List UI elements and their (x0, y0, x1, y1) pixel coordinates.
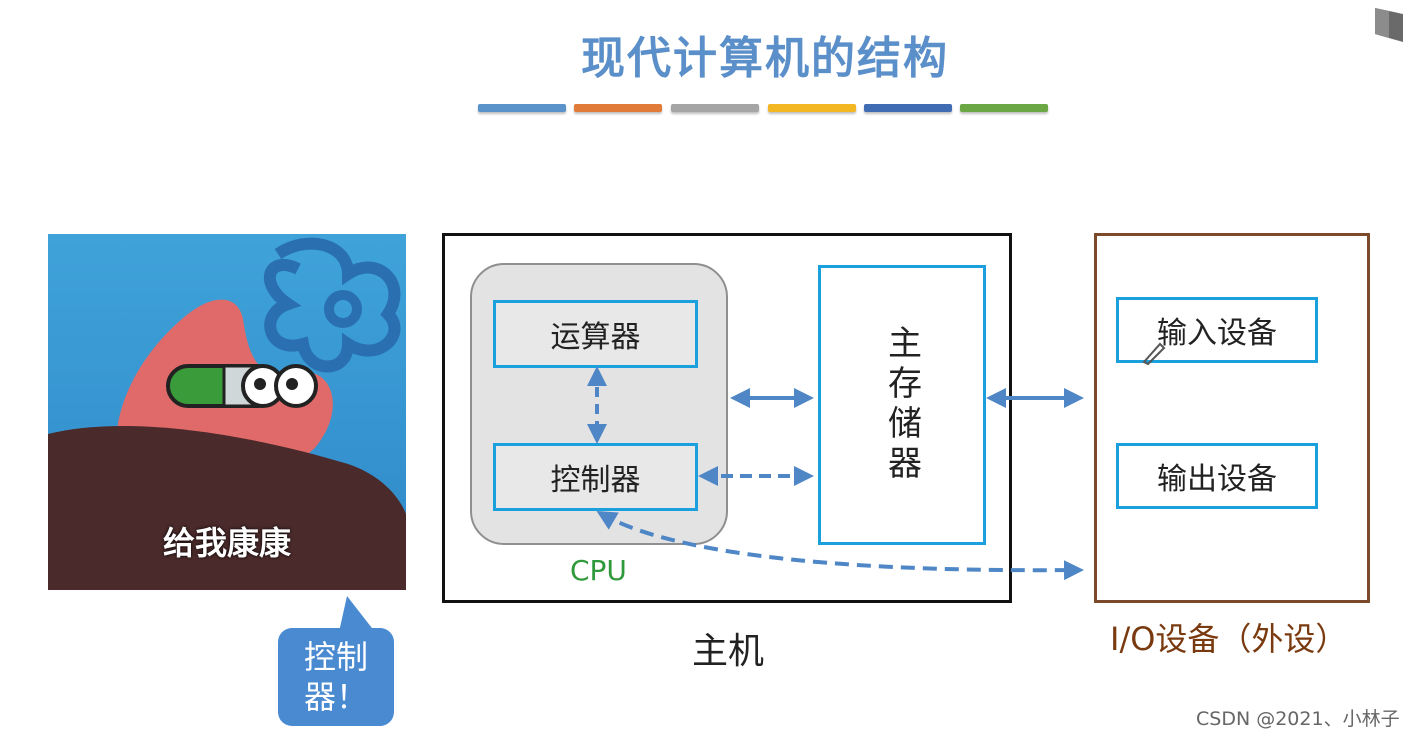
main-memory-box: 主存储器 (818, 265, 986, 545)
page-title: 现代计算机的结构 (581, 33, 949, 84)
io-box (1094, 233, 1370, 603)
pen-cursor-icon (1142, 342, 1166, 366)
color-bar-1 (478, 104, 566, 112)
meme-caption: 给我康康 (162, 524, 291, 562)
color-bar-4 (768, 104, 856, 112)
color-bar-5 (864, 104, 952, 112)
input-device-box: 输入设备 (1116, 297, 1318, 363)
bubble-tail (339, 596, 375, 632)
control-io-arrow (596, 510, 1084, 581)
host-box (442, 233, 1012, 603)
host-label: 主机 (692, 631, 765, 672)
output-device-box: 输出设备 (1116, 443, 1318, 509)
control-unit-box: 控制器 (493, 443, 698, 511)
color-bar-6 (960, 104, 1048, 112)
io-label: I/O设备（外设） (1110, 620, 1348, 658)
meme-image: 给我康康 (48, 234, 406, 590)
speech-bubble: 控制器！ (278, 628, 394, 726)
watermark: CSDN @2021、小林子 (1196, 708, 1400, 730)
corner-logo-icon (1375, 8, 1403, 42)
color-bar-2 (574, 104, 662, 112)
color-bar-3 (671, 104, 759, 112)
